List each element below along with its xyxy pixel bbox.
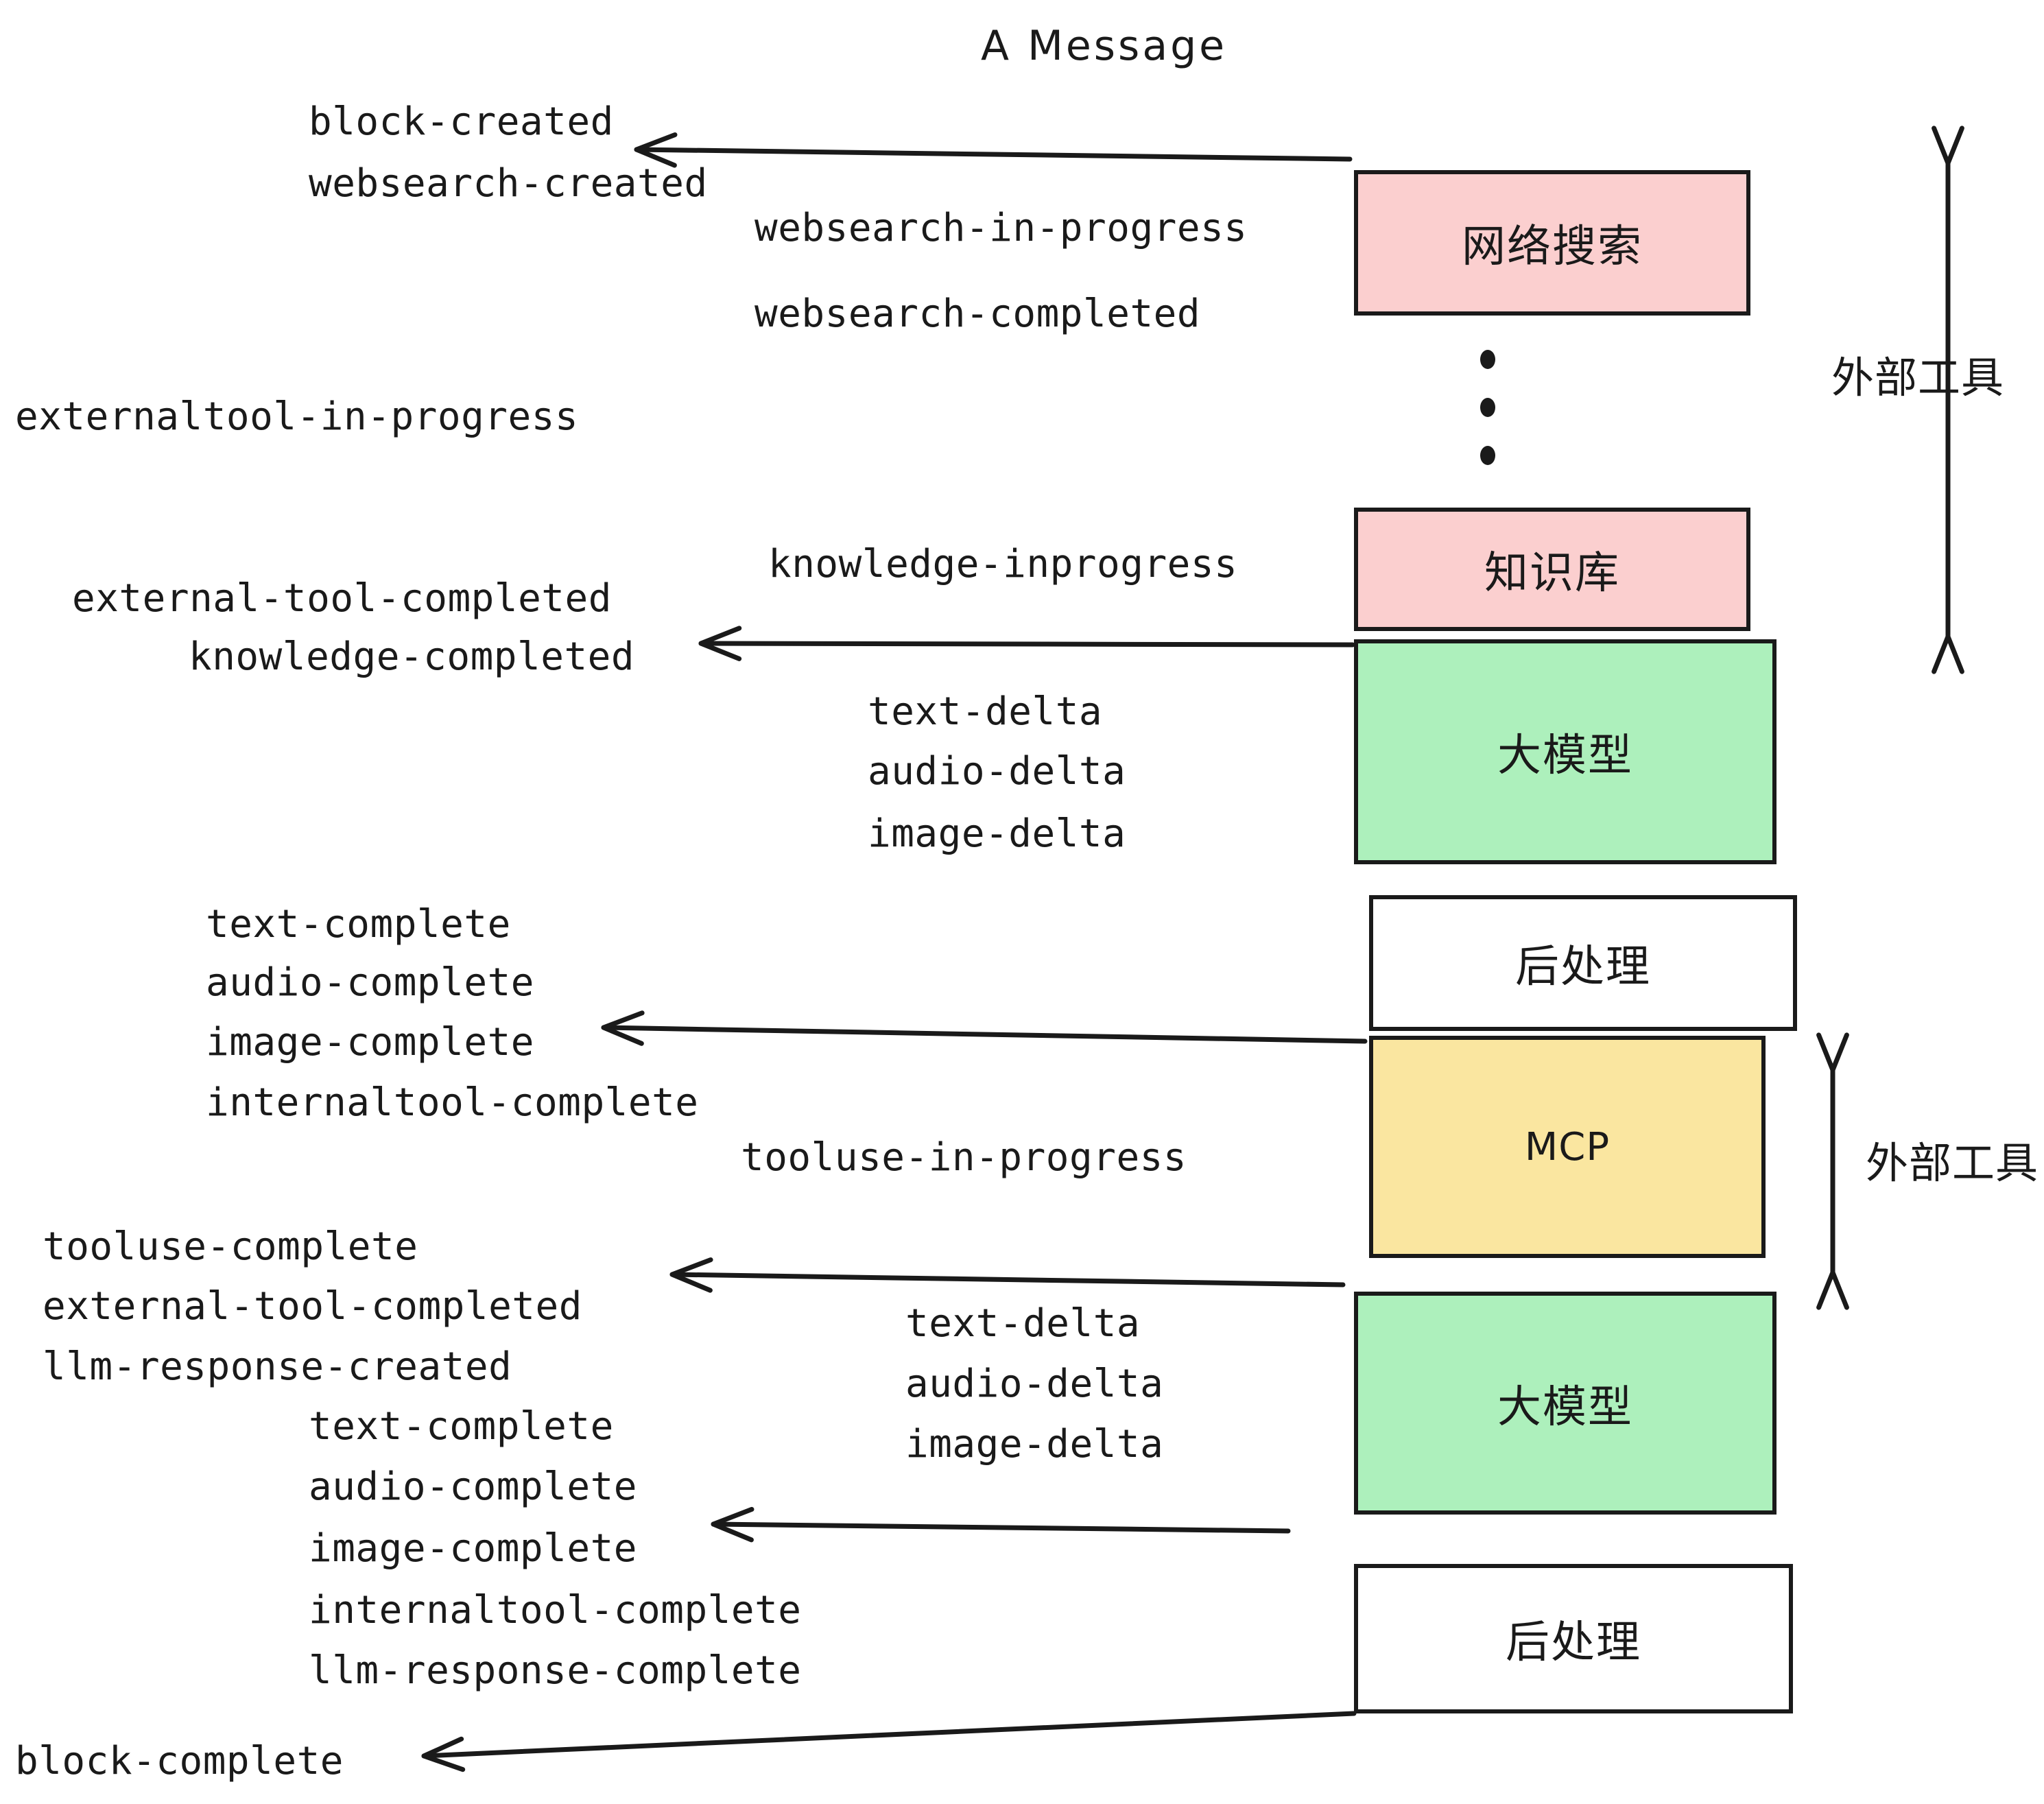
event-label: tooluse-complete (43, 1224, 418, 1269)
event-label: image-complete (309, 1526, 638, 1571)
external-tool-range-label: 外部工具 (1831, 353, 2005, 403)
component-box: 后处理 (1369, 895, 1797, 1031)
llm-to-audio-complete-arrow (711, 1506, 1291, 1543)
event-label: external-tool-completed (72, 576, 612, 621)
event-label: internaltool-complete (206, 1080, 699, 1125)
event-label: llm-response-complete (309, 1648, 802, 1693)
event-label: knowledge-completed (189, 634, 635, 679)
event-label: knowledge-inprogress (768, 542, 1238, 586)
event-label: internaltool-complete (309, 1588, 802, 1633)
component-box: 知识库 (1354, 508, 1750, 631)
event-label: llm-response-created (43, 1344, 512, 1389)
mcp-to-tooluse-complete-arrow (669, 1257, 1346, 1293)
postprocess-to-image-complete-arrow (601, 1010, 1368, 1046)
event-label: text-complete (309, 1404, 614, 1449)
event-label: audio-delta (905, 1362, 1164, 1406)
event-label: text-delta (905, 1301, 1141, 1346)
event-label: image-delta (905, 1422, 1164, 1467)
event-label: websearch-completed (754, 292, 1201, 336)
event-label: block-complete (15, 1739, 344, 1783)
postprocess-to-block-complete-arrow (421, 1711, 1357, 1772)
event-label: block-created (309, 99, 614, 144)
event-label: audio-complete (309, 1464, 638, 1509)
websearch-to-block-created-arrow (634, 132, 1353, 168)
ellipsis-dot-icon (1480, 350, 1495, 369)
event-label: tooluse-in-progress (741, 1135, 1187, 1180)
event-label: text-delta (868, 689, 1103, 734)
knowledge-to-completed-arrow (698, 626, 1355, 661)
component-box: 大模型 (1354, 1292, 1776, 1515)
page-title: A Message (981, 22, 1228, 70)
external-tool-range-bottom-double-arrow-icon (1816, 1032, 1849, 1310)
event-label: websearch-in-progress (754, 206, 1248, 250)
component-box: 后处理 (1354, 1564, 1793, 1713)
event-label: audio-delta (868, 749, 1126, 794)
event-label: image-complete (206, 1020, 535, 1065)
event-label: external-tool-completed (43, 1284, 582, 1329)
ellipsis-dot-icon (1480, 398, 1495, 417)
external-tool-range-label: 外部工具 (1866, 1138, 2039, 1188)
event-label: image-delta (868, 811, 1126, 856)
component-box: MCP (1369, 1036, 1766, 1258)
ellipsis-dot-icon (1480, 446, 1495, 465)
component-box: 网络搜索 (1354, 170, 1750, 316)
component-box: 大模型 (1354, 639, 1776, 864)
event-label: audio-complete (206, 960, 535, 1005)
event-label: websearch-created (309, 161, 708, 206)
event-label: text-complete (206, 902, 511, 947)
event-label: externaltool-in-progress (15, 394, 579, 439)
